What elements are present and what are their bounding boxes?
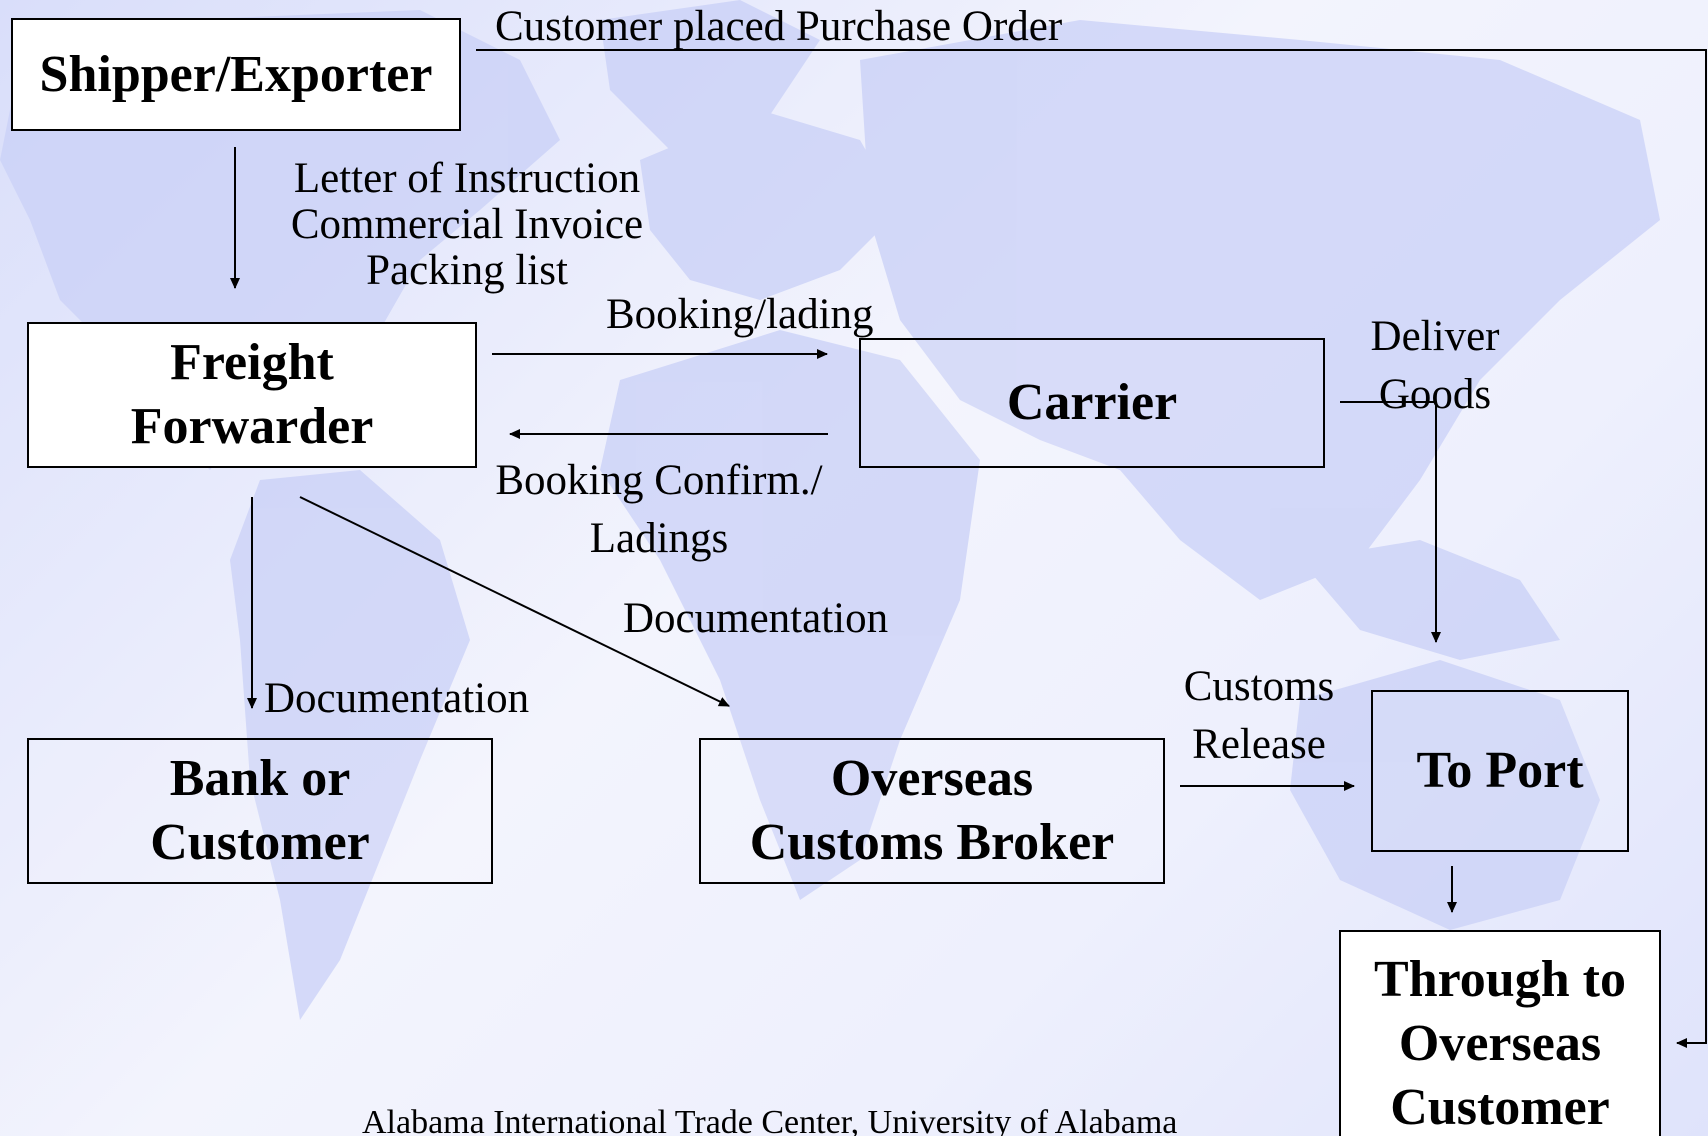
customs-broker-label: Overseas Customs Broker <box>750 747 1114 875</box>
carrier-label: Carrier <box>1006 374 1178 431</box>
europe-shape <box>640 110 900 300</box>
booking-confirm-label: Booking Confirm./ Ladings <box>476 452 842 568</box>
bank-customer-line-1: Bank or <box>169 750 351 807</box>
customs-broker-line-2: Customs Broker <box>749 814 1115 871</box>
overseas-customer-line-1: Through to <box>1374 951 1626 1008</box>
indonesia-shape <box>1300 540 1560 660</box>
overseas-customer-line-2: Overseas <box>1398 1015 1602 1072</box>
asia-shape <box>860 20 1660 600</box>
freight-forwarder-line-2: Forwarder <box>130 398 374 455</box>
overseas-customer-node: Through to Overseas Customer <box>1339 930 1661 1136</box>
booking-confirm-line-1: Booking Confirm./ <box>495 457 823 504</box>
carrier-to-port-connector <box>1340 401 1441 643</box>
to-port-label: To Port <box>1416 742 1584 799</box>
customs-release-line-1: Customs <box>1183 663 1335 710</box>
africa-shape <box>600 330 980 900</box>
customs-release-line-2: Release <box>1192 721 1326 768</box>
freight-forwarder-label: Freight Forwarder <box>131 331 374 459</box>
shipper-exporter-node: Shipper/Exporter <box>11 18 461 131</box>
freight-forwarder-node: Freight Forwarder <box>27 322 477 468</box>
customs-broker-line-1: Overseas <box>830 750 1034 807</box>
deliver-goods-line-1: Deliver <box>1370 313 1500 360</box>
customs-release-label: Customs Release <box>1171 658 1347 774</box>
documentation-broker-label: Documentation <box>623 595 889 642</box>
instruction-line-3: Packing list <box>366 247 568 294</box>
freight-forwarder-line-1: Freight <box>170 334 334 391</box>
bank-customer-node: Bank or Customer <box>27 738 493 884</box>
booking-lading-label: Booking/lading <box>606 291 874 338</box>
deliver-goods-label: Deliver Goods <box>1355 308 1515 424</box>
instruction-documents-label: Letter of Instruction Commercial Invoice… <box>262 156 672 294</box>
deliver-goods-line-2: Goods <box>1378 371 1492 418</box>
shipper-exporter-label: Shipper/Exporter <box>39 45 433 103</box>
bank-customer-line-2: Customer <box>150 814 370 871</box>
footer-credit: Alabama International Trade Center, Univ… <box>362 1104 1178 1136</box>
instruction-line-2: Commercial Invoice <box>290 201 644 248</box>
documentation-bank-label: Documentation <box>264 675 530 722</box>
purchase-order-connector <box>476 49 1707 1048</box>
instruction-line-1: Letter of Instruction <box>293 155 641 202</box>
customs-broker-node: Overseas Customs Broker <box>699 738 1165 884</box>
bank-customer-label: Bank or Customer <box>150 747 370 875</box>
forwarder-to-broker-arrow <box>299 496 730 707</box>
carrier-node: Carrier <box>859 338 1325 468</box>
booking-confirm-line-2: Ladings <box>589 515 729 562</box>
to-port-node: To Port <box>1371 690 1629 852</box>
australia-shape <box>1290 660 1600 930</box>
overseas-customer-line-3: Customer <box>1390 1079 1610 1136</box>
overseas-customer-label: Through to Overseas Customer <box>1374 948 1626 1136</box>
purchase-order-label: Customer placed Purchase Order <box>495 3 1063 50</box>
